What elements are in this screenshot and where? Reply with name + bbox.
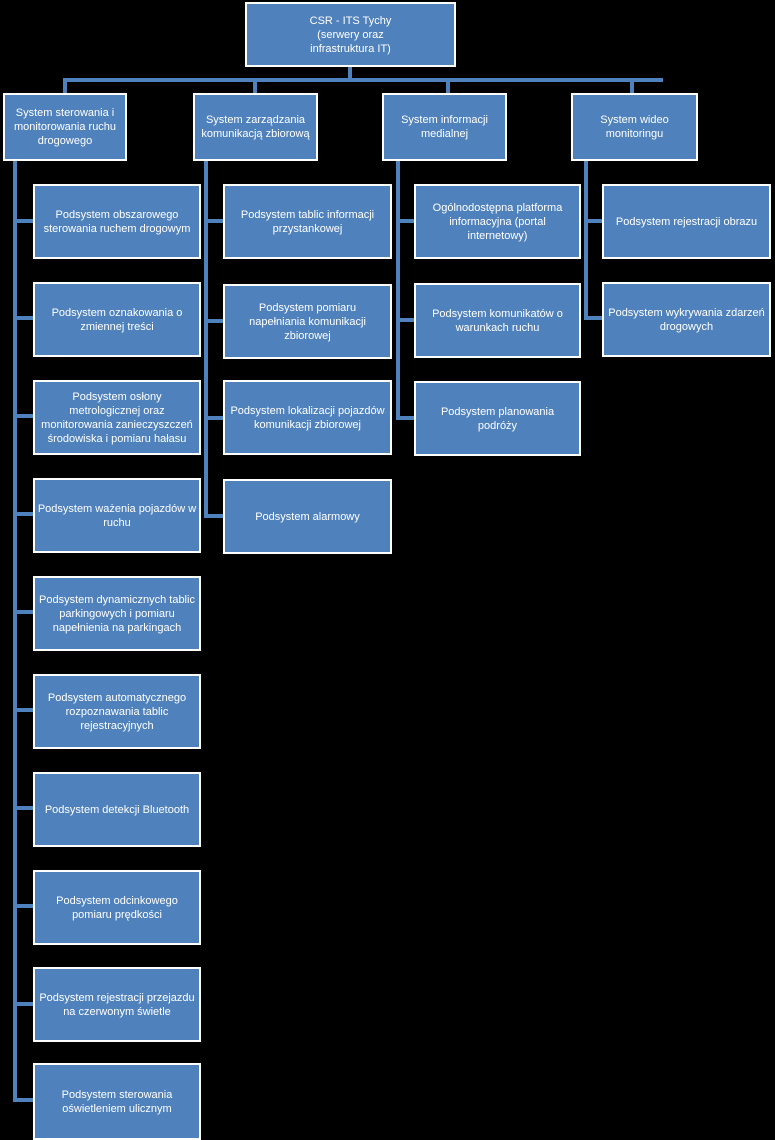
connector-branch xyxy=(13,708,35,712)
subsystem-node: Podsystem ważenia pojazdów w ruchu xyxy=(33,478,201,553)
connector-branch xyxy=(396,416,418,420)
subsystem-node-label: Podsystem detekcji Bluetooth xyxy=(44,803,190,816)
subsystem-node: Podsystem pomiaru napełniania komunikacj… xyxy=(223,284,392,359)
subsystem-node-label: Podsystem odcinkowego pomiaru prędkości xyxy=(56,894,178,921)
system-node-label: System zarządzania komunikacją zbiorową xyxy=(201,114,310,140)
subsystem-node: Podsystem odcinkowego pomiaru prędkości xyxy=(33,870,201,945)
subsystem-node-label: Podsystem oznakowania o zmiennej treści xyxy=(51,306,183,333)
system-node-label: System wideo monitoringu xyxy=(600,114,669,140)
subsystem-node-label: Podsystem planowania podróży xyxy=(440,405,555,432)
subsystem-node: Podsystem automatycznego rozpoznawania t… xyxy=(33,674,201,749)
connector-branch xyxy=(13,1002,35,1006)
subsystem-node: Ogólnodostępna platforma informacyjna (p… xyxy=(414,184,581,259)
subsystem-node: Podsystem lokalizacji pojazdów komunikac… xyxy=(223,380,392,455)
subsystem-node: Podsystem tablic informacji przystankowe… xyxy=(223,184,392,259)
subsystem-node-label: Podsystem tablic informacji przystankowe… xyxy=(240,208,375,235)
subsystem-node: Podsystem detekcji Bluetooth xyxy=(33,772,201,847)
subsystem-node: Podsystem rejestracji obrazu xyxy=(602,184,771,259)
subsystem-node: Podsystem osłony metrologicznej oraz mon… xyxy=(33,380,201,455)
connector-branch xyxy=(204,219,226,223)
connector-branch xyxy=(204,319,226,323)
connector-system-4-trunk xyxy=(584,160,588,320)
connector-branch xyxy=(584,316,606,320)
system-node-label: System sterowania i monitorowania ruchu … xyxy=(13,107,117,147)
subsystem-node: Podsystem komunikatów o warunkach ruchu xyxy=(414,283,581,358)
connector-branch xyxy=(13,219,35,223)
connector-branch xyxy=(13,316,35,320)
connector-branch xyxy=(13,904,35,908)
subsystem-node: Podsystem alarmowy xyxy=(223,479,392,554)
system-node-traffic-control: System sterowania i monitorowania ruchu … xyxy=(3,93,127,161)
connector-branch xyxy=(204,514,226,518)
subsystem-node-label: Podsystem automatycznego rozpoznawania t… xyxy=(47,691,187,732)
system-node-public-transport: System zarządzania komunikacją zbiorową xyxy=(193,93,318,161)
connector-branch xyxy=(13,512,35,516)
subsystem-node-label: Podsystem rejestracji przejazdu na czerw… xyxy=(39,991,195,1018)
subsystem-node: Podsystem sterowania oświetleniem uliczn… xyxy=(33,1063,201,1140)
system-node-media-information: System informacji medialnej xyxy=(382,93,507,161)
subsystem-node-label: Podsystem dynamicznych tablic parkingowy… xyxy=(39,593,195,634)
subsystem-node-label: Podsystem alarmowy xyxy=(255,510,360,523)
subsystem-node: Podsystem wykrywania zdarzeń drogowych xyxy=(602,282,771,357)
root-node: CSR - ITS Tychy (serwery oraz infrastruk… xyxy=(245,2,456,67)
subsystem-node-label: Podsystem lokalizacji pojazdów komunikac… xyxy=(230,404,385,431)
connector-system-1-trunk xyxy=(13,160,17,1102)
subsystem-node-label: Podsystem ważenia pojazdów w ruchu xyxy=(37,502,197,529)
connector-branch xyxy=(13,1098,35,1102)
root-node-label: CSR - ITS Tychy (serwery oraz infrastruk… xyxy=(309,14,392,55)
subsystem-node-label: Podsystem sterowania oświetleniem uliczn… xyxy=(61,1088,173,1115)
subsystem-node-label: Podsystem rejestracji obrazu xyxy=(615,215,758,228)
subsystem-node: Podsystem obszarowego sterowania ruchem … xyxy=(33,184,201,259)
connector-branch xyxy=(396,318,418,322)
connector-systems-bus xyxy=(63,78,663,82)
connector-system-3-stem xyxy=(446,78,450,94)
system-node-video-monitoring: System wideo monitoringu xyxy=(571,93,698,161)
connector-root-stem xyxy=(348,66,352,80)
connector-system-2-trunk xyxy=(204,160,208,518)
subsystem-node-label: Podsystem obszarowego sterowania ruchem … xyxy=(43,208,191,235)
subsystem-node-label: Podsystem wykrywania zdarzeń drogowych xyxy=(608,306,765,333)
subsystem-node: Podsystem oznakowania o zmiennej treści xyxy=(33,282,201,357)
subsystem-node: Podsystem rejestracji przejazdu na czerw… xyxy=(33,967,201,1042)
connector-branch xyxy=(396,219,418,223)
system-node-label: System informacji medialnej xyxy=(401,114,488,140)
connector-branch xyxy=(13,806,35,810)
connector-system-1-stem xyxy=(63,78,67,94)
subsystem-node: Podsystem planowania podróży xyxy=(414,381,581,456)
connector-branch xyxy=(13,414,35,418)
connector-system-2-stem xyxy=(253,78,257,94)
connector-system-3-trunk xyxy=(396,160,400,420)
connector-system-4-stem xyxy=(630,78,634,94)
connector-branch xyxy=(204,416,226,420)
subsystem-node-label: Podsystem osłony metrologicznej oraz mon… xyxy=(41,390,193,445)
connector-branch xyxy=(13,610,35,614)
connector-branch xyxy=(584,219,606,223)
subsystem-node-label: Ogólnodostępna platforma informacyjna (p… xyxy=(432,201,563,242)
subsystem-node: Podsystem dynamicznych tablic parkingowy… xyxy=(33,576,201,651)
subsystem-node-label: Podsystem komunikatów o warunkach ruchu xyxy=(432,307,563,334)
subsystem-node-label: Podsystem pomiaru napełniania komunikacj… xyxy=(249,301,366,342)
